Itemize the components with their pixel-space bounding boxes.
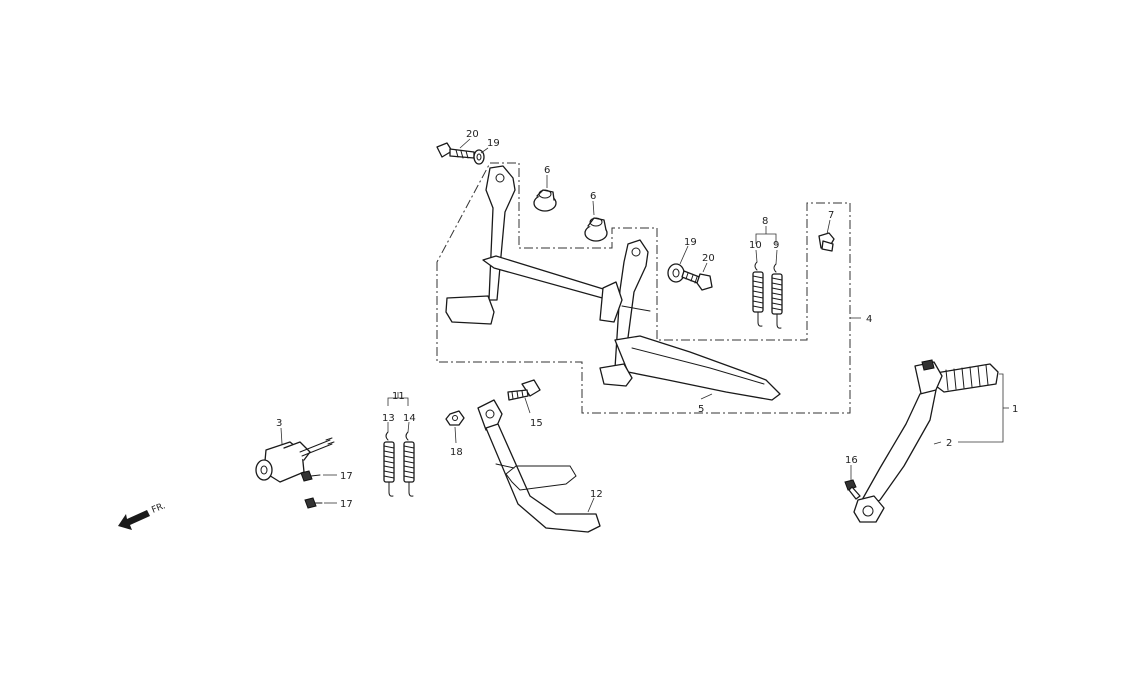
screw-17-lower — [304, 497, 323, 509]
callout-15: 15 — [530, 418, 543, 429]
callout-5: 5 — [698, 404, 704, 415]
bushing-2 — [584, 217, 608, 242]
callout-17a: 17 — [340, 471, 353, 482]
bolt-16 — [844, 479, 861, 500]
callout-9: 9 — [773, 240, 779, 251]
callout-8: 8 — [762, 216, 768, 227]
callout-20b: 20 — [702, 253, 715, 264]
callout-12: 12 — [590, 489, 603, 500]
callout-3: 3 — [276, 418, 282, 429]
callout-17b: 17 — [340, 499, 353, 510]
callout-2: 2 — [946, 438, 952, 449]
bolt-washer-upper-left — [436, 142, 485, 165]
side-stand-switch — [255, 437, 335, 483]
callout-16: 16 — [845, 455, 858, 466]
bolt-washer-middle — [667, 263, 713, 291]
callout-13: 13 — [382, 413, 395, 424]
front-direction-arrow-icon — [118, 510, 150, 530]
callout-18: 18 — [450, 447, 463, 458]
pin-7 — [818, 232, 835, 252]
callout-1: 1 — [1012, 404, 1018, 415]
callout-11: 11 — [392, 391, 405, 402]
callout-6a: 6 — [544, 165, 550, 176]
bolt-15 — [507, 379, 541, 401]
spring-13 — [383, 431, 395, 497]
callout-19a: 19 — [487, 138, 500, 149]
main-stand — [445, 165, 781, 401]
callout-4: 4 — [866, 314, 872, 325]
callout-19b: 19 — [684, 237, 697, 248]
kick-starter-arm — [853, 359, 999, 523]
spring-14 — [403, 431, 415, 497]
spring-9 — [771, 263, 783, 329]
nut-18 — [445, 410, 465, 426]
bushing-1 — [533, 189, 557, 212]
assembly-boundary-main-stand — [436, 162, 851, 414]
callout-20a: 20 — [466, 129, 479, 140]
callout-14: 14 — [403, 413, 416, 424]
spring-10 — [752, 261, 764, 327]
leader-lines — [280, 138, 1009, 513]
screw-17-upper — [300, 470, 321, 482]
callouts: 1 2 3 4 5 6 6 7 8 9 10 11 12 13 14 15 16… — [276, 129, 1018, 510]
callout-6b: 6 — [590, 191, 596, 202]
callout-7: 7 — [828, 210, 834, 221]
front-direction-indicator: FR. — [118, 501, 167, 530]
front-direction-label: FR. — [150, 501, 167, 516]
callout-10: 10 — [749, 240, 762, 251]
side-stand — [477, 399, 601, 533]
